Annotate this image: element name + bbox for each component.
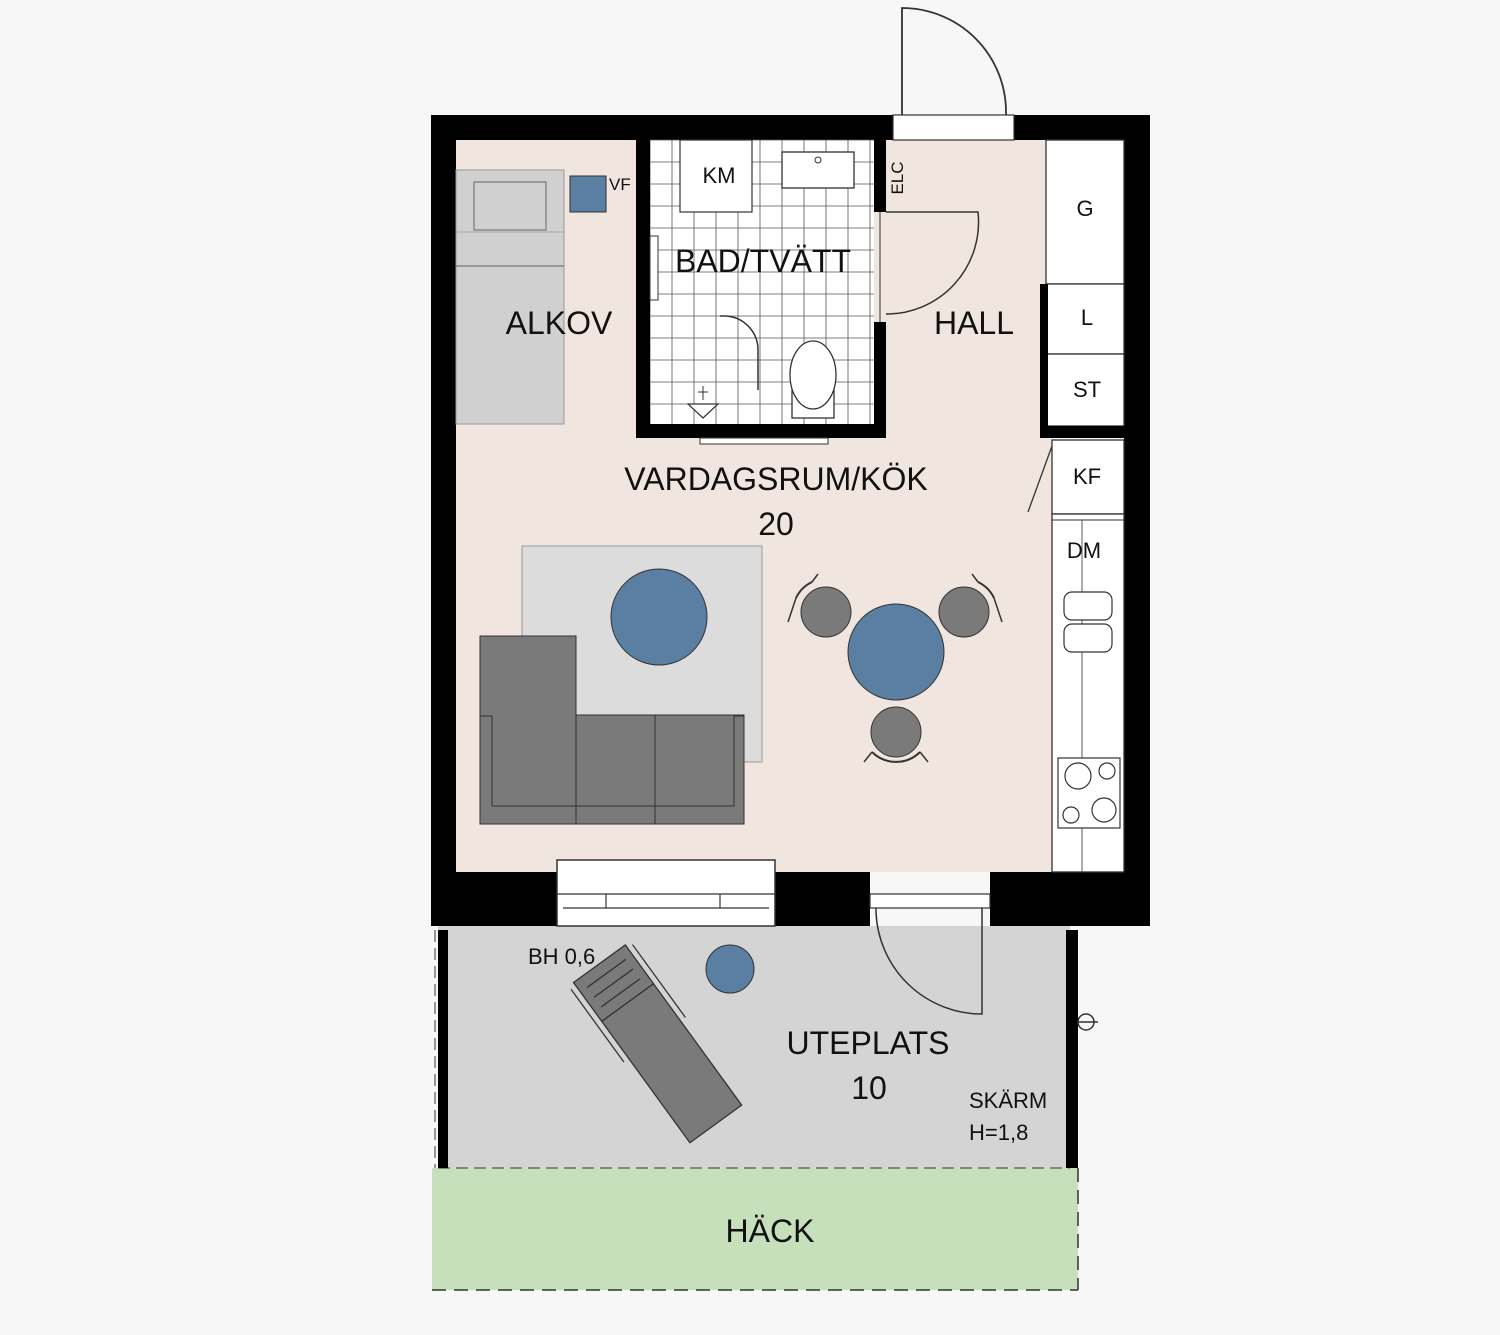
note-skarm-height: H=1,8 bbox=[969, 1120, 1028, 1145]
stove-icon bbox=[1057, 757, 1121, 829]
room-label-bad-tvatt: BAD/TVÄTT bbox=[675, 243, 851, 279]
privacy-screen bbox=[1066, 930, 1078, 1168]
fixture-label-vf: VF bbox=[609, 175, 631, 194]
fixture-label-km: KM bbox=[703, 163, 736, 188]
note-bh: BH 0,6 bbox=[528, 944, 595, 969]
side-table bbox=[705, 944, 755, 994]
fixture-label-st: ST bbox=[1073, 377, 1101, 402]
wardrobes bbox=[1027, 139, 1126, 515]
chair bbox=[863, 706, 929, 763]
toilet-icon bbox=[789, 340, 837, 419]
room-area-vardagsrum-kok: 20 bbox=[758, 506, 794, 542]
fixture-label-kf: KF bbox=[1073, 464, 1101, 489]
fixture-label-l: L bbox=[1081, 305, 1093, 330]
fixture-label-g: G bbox=[1076, 196, 1093, 221]
alcove-bed bbox=[455, 169, 565, 425]
wall bbox=[431, 872, 557, 926]
sink-icon bbox=[1063, 591, 1113, 653]
coffee-table bbox=[610, 568, 708, 666]
fixture-label-elc: ELC bbox=[888, 161, 907, 194]
vf-unit bbox=[569, 175, 607, 213]
sun-lounger bbox=[570, 944, 743, 1144]
sink-icon bbox=[781, 151, 855, 189]
washing-machine bbox=[679, 139, 753, 213]
room-label-uteplats: UTEPLATS bbox=[787, 1025, 950, 1061]
patio-side-wall bbox=[438, 930, 448, 1168]
wall bbox=[431, 115, 456, 926]
window bbox=[556, 859, 776, 927]
wall-lamp-icon bbox=[1077, 1013, 1098, 1031]
floor-drain-icon bbox=[686, 386, 720, 419]
dining-set bbox=[787, 573, 1003, 763]
fixture-label-dm: DM bbox=[1067, 538, 1101, 563]
door-swing-icon bbox=[885, 211, 980, 315]
wall bbox=[1124, 115, 1150, 926]
room-label-hall: HALL bbox=[934, 305, 1014, 341]
kitchen-counter bbox=[1051, 513, 1125, 873]
room-label-hack: HÄCK bbox=[726, 1213, 815, 1249]
wall bbox=[775, 872, 870, 926]
note-skarm: SKÄRM bbox=[969, 1088, 1047, 1113]
wall bbox=[431, 115, 893, 140]
hedge-area bbox=[432, 1168, 1078, 1290]
chair bbox=[787, 573, 852, 638]
sofa bbox=[479, 635, 745, 825]
chair bbox=[938, 573, 1003, 638]
room-label-alkov: ALKOV bbox=[506, 305, 613, 341]
patio-door bbox=[869, 893, 991, 1015]
room-label-vardagsrum-kok: VARDAGSRUM/KÖK bbox=[624, 461, 927, 497]
entrance-door bbox=[892, 7, 1015, 141]
bathroom bbox=[636, 139, 980, 445]
wall bbox=[990, 872, 1150, 926]
dining-table bbox=[847, 603, 945, 701]
room-area-uteplats: 10 bbox=[851, 1070, 887, 1106]
